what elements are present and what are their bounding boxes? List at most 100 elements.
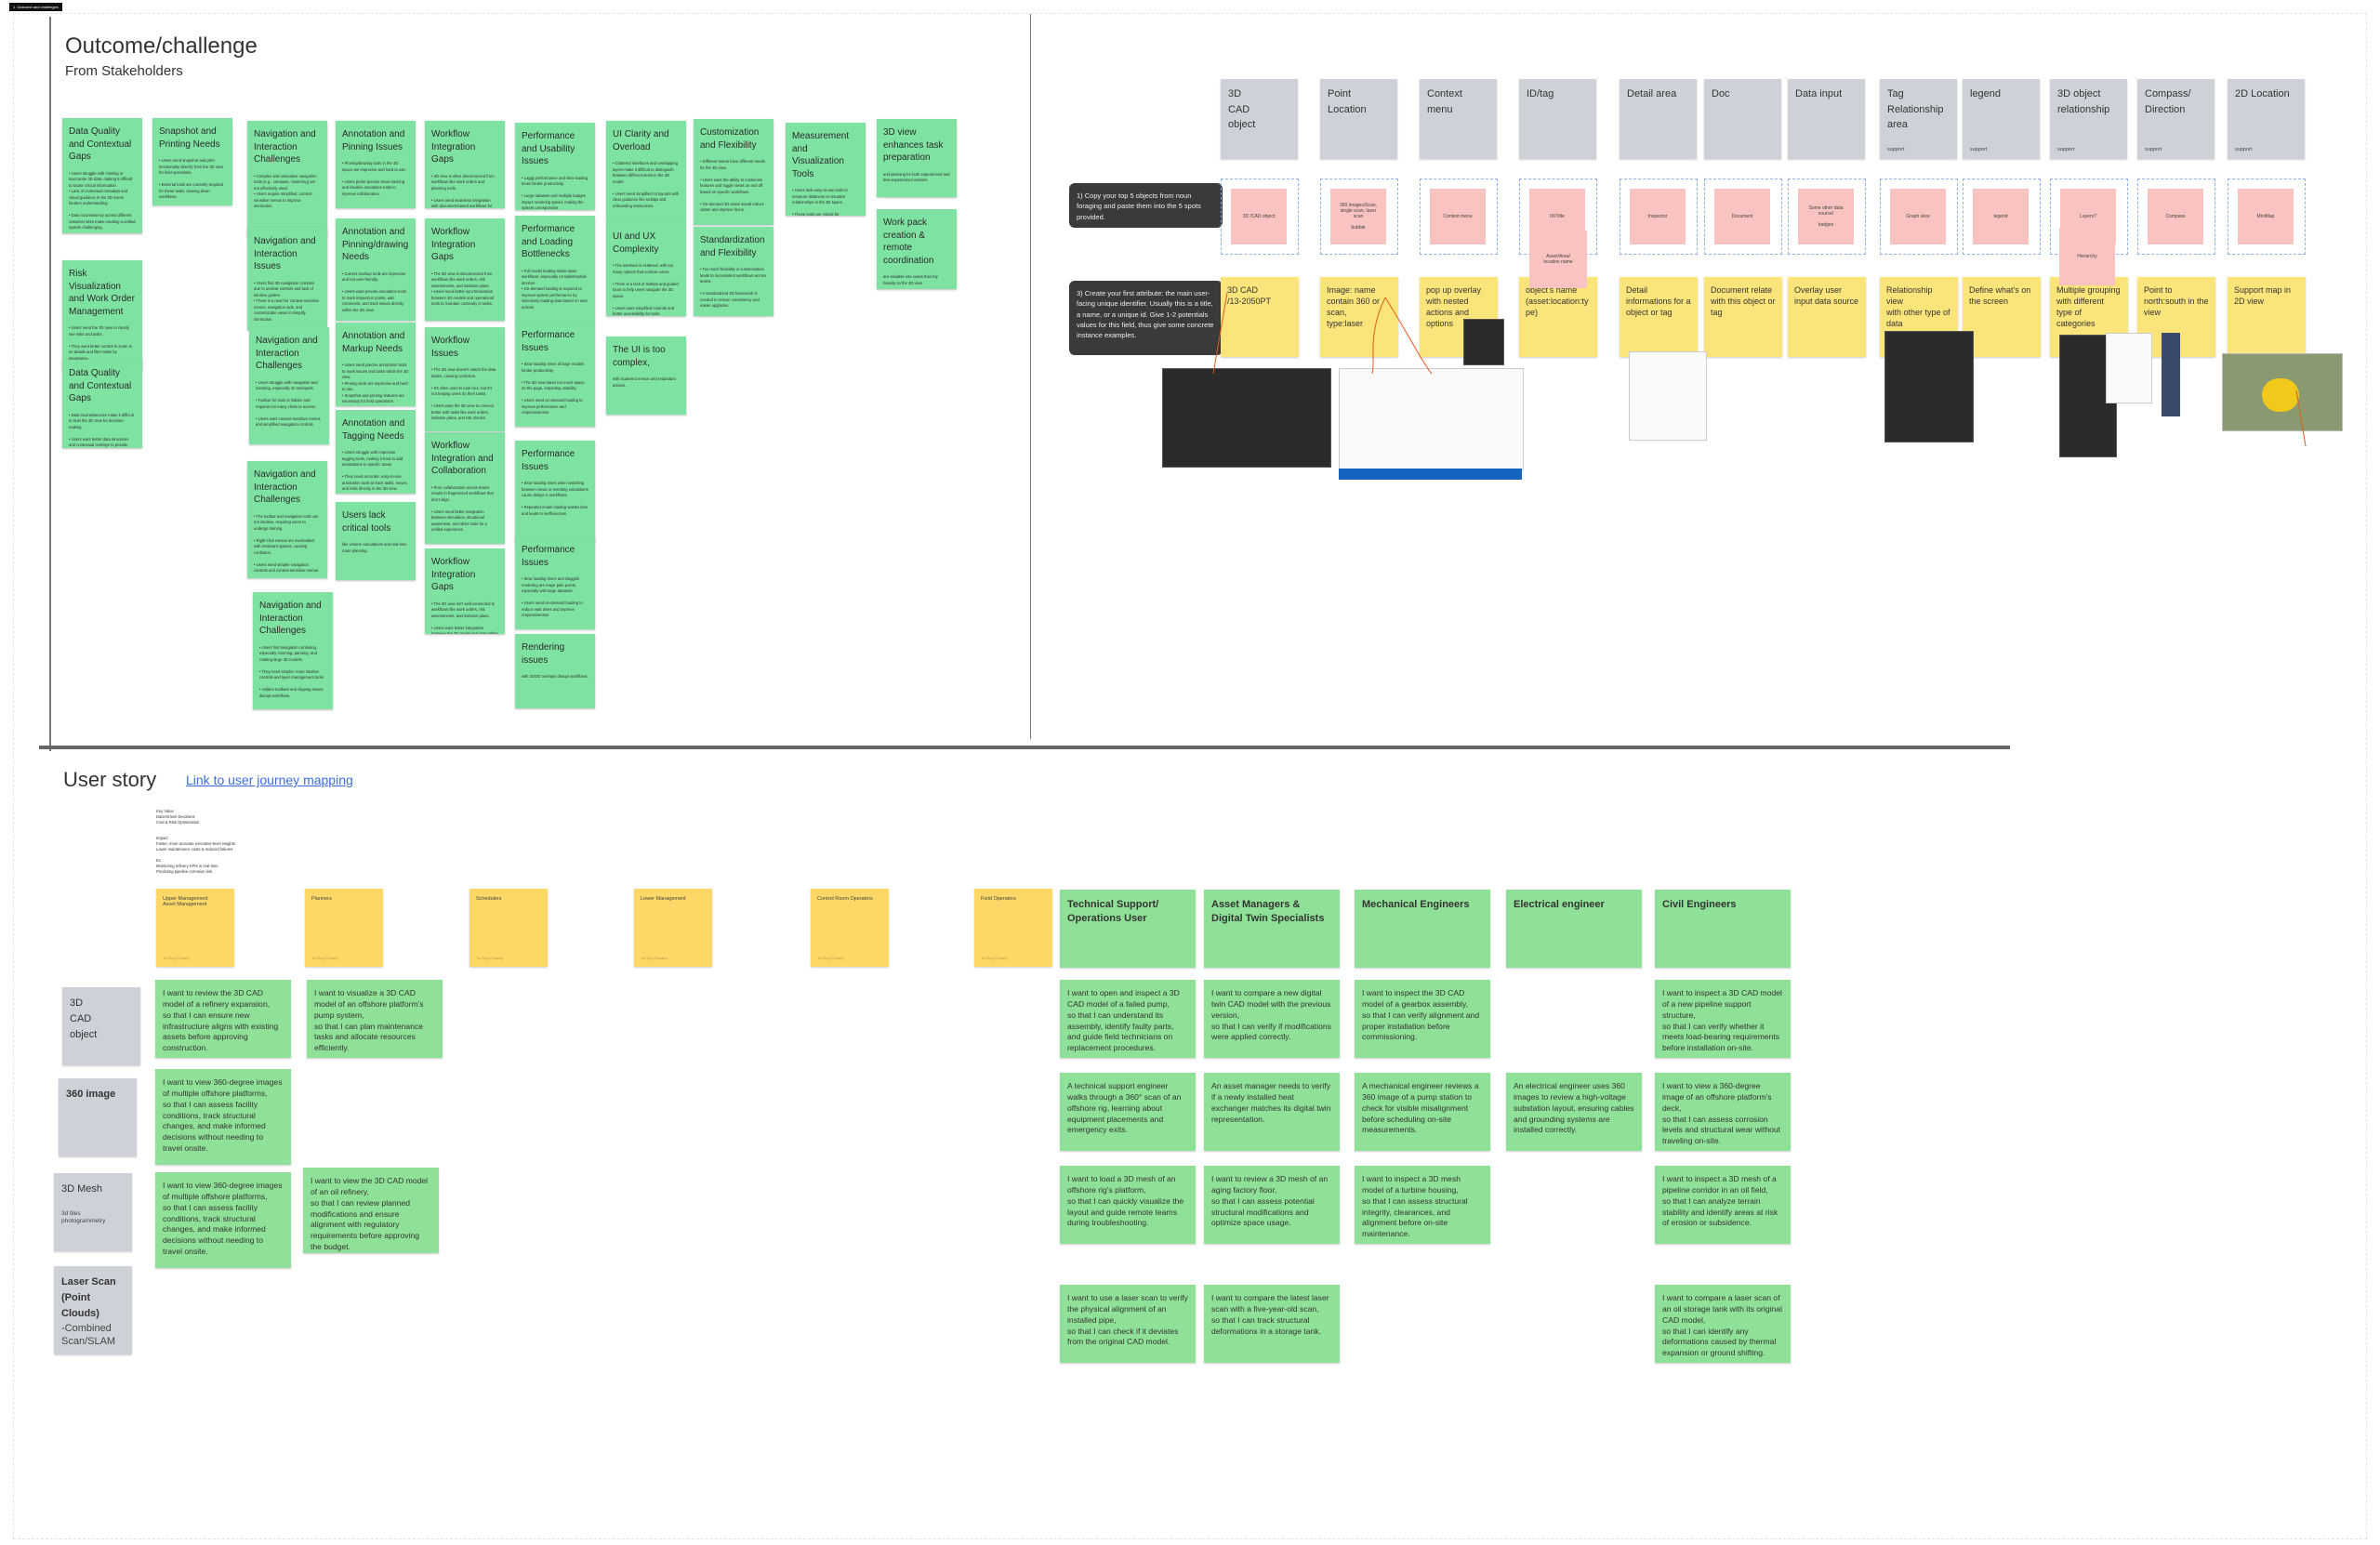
object-sticky-extra[interactable]: Hierarchy	[2059, 228, 2115, 285]
user-story-sticky[interactable]: I want to inspect the 3D CAD model of a …	[1355, 980, 1490, 1058]
user-story-sticky[interactable]: I want to view a 360-degree image of an …	[1655, 1073, 1791, 1151]
role-card[interactable]: Civil Engineers	[1655, 890, 1791, 968]
object-header-card[interactable]: Doc	[1704, 79, 1781, 159]
sticky-note[interactable]: Risk Visualization and Work Order Manage…	[62, 260, 142, 370]
sticky-note[interactable]: UI Clarity and Overload• Cluttered inter…	[606, 121, 686, 223]
sticky-note[interactable]: Data Quality and Contextual Gaps• Users …	[62, 118, 142, 233]
object-sticky[interactable]: Some other data source/ badges	[1798, 189, 1854, 244]
sticky-note[interactable]: Data Quality and Contextual Gaps• Data i…	[62, 360, 142, 448]
sticky-note[interactable]: Workflow Integration Gaps• 3D view is of…	[425, 121, 505, 208]
sticky-note[interactable]: Navigation and Interaction Challenges• U…	[253, 592, 333, 709]
sticky-note[interactable]: Measurement and Visualization Tools• Use…	[786, 123, 866, 216]
user-journey-link[interactable]: Link to user journey mapping	[186, 772, 353, 787]
sticky-note[interactable]: Performance and Usability Issues• Laggy …	[515, 123, 595, 210]
attribute-sticky[interactable]: Define what's on the screen	[1963, 277, 2041, 357]
user-story-sticky[interactable]: I want to review the 3D CAD model of a r…	[155, 980, 291, 1058]
object-sticky[interactable]: MiniMap	[2238, 189, 2294, 244]
user-story-sticky[interactable]: I want to view 360-degree images of mult…	[155, 1069, 291, 1165]
role-card[interactable]: Electrical engineer	[1506, 890, 1642, 968]
object-sticky[interactable]: Document	[1714, 189, 1770, 244]
user-story-sticky[interactable]: An asset manager needs to verify if a ne…	[1204, 1073, 1340, 1151]
sticky-note[interactable]: Standardization and Flexibility• Too muc…	[694, 227, 774, 316]
attribute-sticky[interactable]: Image: name contain 360 or scan, type:la…	[1320, 277, 1398, 357]
object-header-card[interactable]: Detail area	[1620, 79, 1697, 159]
attribute-sticky[interactable]: object's name (asset:location:ty pe)	[1519, 277, 1597, 357]
sticky-note[interactable]: UI and UX Complexity• The interface is c…	[606, 223, 686, 316]
role-card[interactable]: Technical Support/ Operations User	[1060, 890, 1196, 968]
user-story-sticky[interactable]: A mechanical engineer reviews a 360 imag…	[1355, 1073, 1490, 1151]
sticky-note[interactable]: Performance Issues• Slow loading times a…	[515, 536, 595, 629]
user-story-sticky[interactable]: I want to view the 3D CAD model of an oi…	[303, 1168, 439, 1253]
sticky-note[interactable]: Annotation and Markup Needs• Users need …	[336, 323, 416, 406]
attribute-sticky[interactable]: Overlay user input data source	[1788, 277, 1866, 357]
object-header-card[interactable]: Context menu	[1420, 79, 1497, 159]
object-sticky[interactable]: 360 images/Scan, single scan, laser scan…	[1330, 189, 1386, 244]
sticky-note[interactable]: Navigation and Interaction Challenges• U…	[249, 327, 329, 444]
sticky-note[interactable]: Annotation and Pinning Issues• Pinning/d…	[336, 121, 416, 208]
sticky-note[interactable]: The UI is too complex,with scattered men…	[606, 337, 686, 415]
user-story-sticky[interactable]: I want to inspect a 3D mesh model of a t…	[1355, 1166, 1490, 1244]
role-card[interactable]: Mechanical Engineers	[1355, 890, 1490, 968]
sticky-note[interactable]: Workflow Integration Gaps• The 3D view i…	[425, 548, 505, 634]
user-story-sticky[interactable]: A technical support engineer walks throu…	[1060, 1073, 1196, 1151]
sticky-note[interactable]: Workflow Issues• The 3D view doesn't mat…	[425, 327, 505, 431]
sticky-note[interactable]: Navigation and Interaction Issues• Users…	[247, 228, 327, 330]
object-sticky[interactable]: Graph view	[1890, 189, 1946, 244]
user-story-sticky[interactable]: I want to review a 3D mesh of an aging f…	[1204, 1166, 1340, 1244]
object-header-card[interactable]: ID/tag	[1519, 79, 1596, 159]
object-sticky-extra[interactable]: Asset/Area/ location name	[1529, 231, 1587, 288]
object-header-card[interactable]: Point Location	[1320, 79, 1397, 159]
user-story-sticky[interactable]: I want to inspect a 3D CAD model of a ne…	[1655, 980, 1791, 1058]
attribute-sticky[interactable]: Document relate with this object or tag	[1704, 277, 1782, 357]
user-story-sticky[interactable]: I want to visualize a 3D CAD model of an…	[307, 980, 443, 1058]
object-sticky[interactable]: Context menu	[1430, 189, 1486, 244]
sticky-note[interactable]: Snapshot and Printing Needs• Users need …	[152, 118, 232, 205]
sticky-note[interactable]: Customization and Flexibility• Different…	[694, 119, 774, 225]
row-label-card[interactable]: 3D CAD object	[62, 987, 140, 1065]
sticky-note[interactable]: Performance Issues• Slow loading times o…	[515, 322, 595, 427]
row-label-card[interactable]: Laser Scan (Point Clouds)-Combined Scan/…	[54, 1266, 132, 1354]
sticky-note[interactable]: Navigation and Interaction Challenges• C…	[247, 121, 327, 238]
sticky-note[interactable]: Work pack creation & remote coordination…	[877, 209, 957, 289]
object-sticky[interactable]: 3D /CAD object	[1231, 189, 1287, 244]
attribute-sticky[interactable]: 3D CAD /13-2050PT	[1221, 277, 1299, 357]
user-story-sticky[interactable]: I want to compare a laser scan of an oil…	[1655, 1285, 1791, 1363]
sticky-note[interactable]: Navigation and Interaction Challenges• T…	[247, 461, 327, 578]
sticky-note[interactable]: Annotation and Tagging Needs• Users stru…	[336, 410, 416, 494]
user-story-sticky[interactable]: I want to compare a new digital twin CAD…	[1204, 980, 1340, 1058]
user-story-sticky[interactable]: I want to open and inspect a 3D CAD mode…	[1060, 980, 1196, 1058]
attribute-sticky[interactable]: pop up overlay with nested actions and o…	[1420, 277, 1498, 357]
object-sticky[interactable]: Inspector	[1630, 189, 1686, 244]
object-sticky[interactable]: legend	[1973, 189, 2029, 244]
user-story-sticky[interactable]: I want to use a laser scan to verify the…	[1060, 1285, 1196, 1363]
user-story-sticky[interactable]: I want to load a 3D mesh of an offshore …	[1060, 1166, 1196, 1244]
role-card[interactable]: Asset Managers & Digital Twin Specialist…	[1204, 890, 1340, 968]
object-header-card[interactable]: 3D CAD object	[1221, 79, 1298, 159]
sticky-note[interactable]: Workflow Integration Gaps• The 3D view i…	[425, 218, 505, 321]
user-story-sticky[interactable]: An electrical engineer uses 360 images t…	[1506, 1073, 1642, 1151]
object-sticky[interactable]: Compass	[2148, 189, 2203, 244]
user-story-sticky[interactable]: I want to view 360-degree images of mult…	[155, 1172, 291, 1268]
attribute-sticky[interactable]: Support map in 2D view	[2228, 277, 2306, 357]
user-story-sticky[interactable]: I want to inspect a 3D mesh of a pipelin…	[1655, 1166, 1791, 1244]
object-header-card[interactable]: Data input	[1788, 79, 1865, 159]
sticky-note[interactable]: Performance and Loading Bottlenecks• Ful…	[515, 216, 595, 322]
row-label-card[interactable]: 360 image	[59, 1078, 137, 1156]
sticky-note[interactable]: Annotation and Pinning/drawing Needs• Cu…	[336, 218, 416, 321]
frame-label[interactable]: 1. Outcome and challenges	[9, 3, 62, 11]
